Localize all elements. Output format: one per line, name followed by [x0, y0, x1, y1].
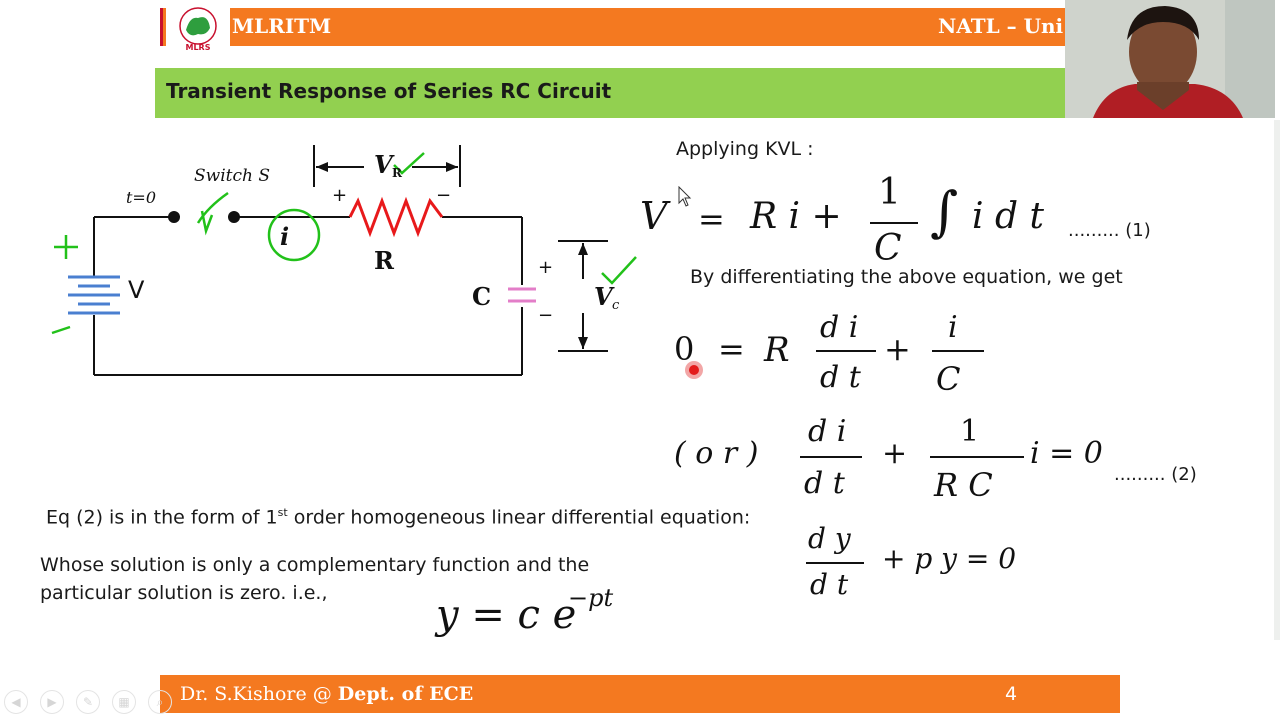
resistor-plus: + — [332, 185, 347, 206]
eq1-frac-bar — [870, 222, 918, 224]
eqg-dnum: d y — [808, 522, 851, 555]
footer-bar — [160, 675, 1120, 713]
capacitor-plus: + — [538, 257, 553, 278]
vr-checkmark — [393, 152, 425, 175]
slide-title-bar — [155, 68, 1065, 118]
eq1-rhs: R i + — [750, 196, 842, 237]
brand-name: MLRITM — [232, 14, 332, 38]
current-circle-annotation — [267, 208, 321, 262]
eq2-or: ( o r ) — [674, 436, 759, 471]
resistor-label: R — [374, 246, 395, 275]
eq-form-post: order homogeneous linear differential eq… — [287, 506, 751, 529]
header-bar — [160, 8, 1065, 46]
vr-subscript: R — [392, 166, 403, 180]
footer-dept: Dept. of ECE — [337, 683, 474, 705]
eqd-r: R — [764, 330, 790, 370]
minus-annotation — [51, 325, 71, 335]
eq1-tag: ......... (1) — [1068, 220, 1151, 241]
switch-annotation-stroke — [196, 191, 229, 224]
eq2-plus: + — [882, 436, 908, 471]
eqg-tail: + p y = 0 — [882, 542, 1017, 575]
vc-subscript: c — [612, 298, 620, 313]
equation-2: ( o r ) d i d t + 1 R C i = 0 ......... … — [674, 414, 1214, 504]
capacitor-minus: − — [538, 305, 553, 326]
switch-label: Switch S — [194, 166, 270, 186]
battery-symbol — [68, 275, 120, 315]
eq1-tail: i d t — [972, 196, 1044, 237]
eqg-dden: d t — [810, 568, 849, 601]
kvl-label: Applying KVL : — [676, 138, 814, 160]
differentiating-text: By differentiating the above equation, w… — [690, 266, 1123, 288]
switch-terminal-right — [228, 211, 240, 223]
vc-label: V — [594, 282, 615, 311]
solution-base: y = c e — [436, 592, 577, 638]
slides-grid-icon[interactable]: ▦ — [112, 690, 136, 714]
eq-form-pre: Eq (2) is in the form of 1 — [46, 506, 278, 529]
eq-form-sup: st — [277, 506, 288, 519]
eq2-bar2 — [930, 456, 1024, 458]
eqd-inum: i — [948, 310, 958, 345]
capacitor-symbol — [508, 287, 536, 303]
zoom-icon[interactable]: ⌕ — [148, 690, 172, 714]
eqd-bar2 — [932, 350, 984, 352]
vr-label: V — [374, 150, 395, 179]
eqd-equals: = — [718, 330, 745, 368]
slide-viewer-controls: ◀ ▶ ✎ ▦ ⌕ — [2, 690, 202, 716]
switch-terminal-left — [168, 211, 180, 223]
mouse-cursor-icon — [678, 186, 692, 207]
eqd-zero: 0 — [674, 330, 695, 368]
eqd-iden: C — [936, 360, 961, 398]
next-slide-icon[interactable]: ▶ — [40, 690, 64, 714]
eq2-dnum: d i — [808, 414, 847, 449]
eq1-frac-den: C — [874, 228, 902, 269]
logo-text: MLRS — [186, 43, 211, 52]
slide-title: Transient Response of Series RC Circuit — [166, 79, 612, 103]
current-label: i — [280, 222, 289, 251]
resistor-minus: − — [436, 185, 451, 206]
eqd-dnum: d i — [820, 310, 859, 345]
resistor-zigzag — [348, 196, 444, 238]
eq2-rc: R C — [934, 466, 993, 504]
eq2-dden: d t — [804, 466, 845, 501]
eq2-one: 1 — [960, 414, 980, 449]
eq2-bar1 — [800, 456, 862, 458]
solution-equation: y = c e −pt — [436, 584, 636, 644]
presenter-webcam — [1065, 0, 1275, 118]
equation-general: d y d t + p y = 0 — [806, 522, 1066, 606]
solution-exponent: −pt — [568, 584, 614, 612]
vertical-scrollbar[interactable] — [1274, 120, 1280, 640]
prev-slide-icon[interactable]: ◀ — [4, 690, 28, 714]
rc-circuit-diagram: t=0 Switch S V R + − i R V C + − V c — [51, 145, 637, 376]
solution-line-1: Whose solution is only a complementary f… — [40, 554, 590, 576]
eq1-integral: ∫ — [930, 180, 959, 243]
page-number: 4 — [1005, 683, 1018, 705]
eq2-tail: i = 0 — [1030, 436, 1103, 471]
footer-author-name: Dr. S.Kishore @ — [180, 683, 338, 705]
eqg-bar — [806, 562, 864, 564]
eqd-bar1 — [816, 350, 876, 352]
header-accent-line — [160, 8, 163, 46]
capacitor-label: C — [472, 282, 491, 311]
course-title: NATL – Uni — [938, 14, 1064, 38]
equation-differentiated: 0 = R d i d t + i C — [672, 310, 1032, 400]
equation-1: V = R i + 1 C ∫ i d t ......... (1) — [640, 170, 1180, 270]
eq2-tag: ......... (2) — [1114, 464, 1197, 485]
solution-line-2: particular solution is zero. i.e., — [40, 582, 328, 604]
eqd-plus: + — [884, 330, 911, 368]
pen-icon[interactable]: ✎ — [76, 690, 100, 714]
eq1-lhs: V — [640, 194, 668, 238]
eq-form-statement: Eq (2) is in the form of 1st order homog… — [46, 506, 750, 528]
college-logo: MLRS — [166, 6, 230, 52]
footer-author: Dr. S.Kishore @ Dept. of ECE — [180, 683, 473, 705]
eq1-frac-num: 1 — [878, 172, 901, 213]
eqd-dden: d t — [820, 360, 861, 395]
laser-pointer-dot — [689, 365, 699, 375]
eq1-equals: = — [698, 200, 725, 238]
source-label: V — [128, 276, 145, 304]
t0-label: t=0 — [126, 188, 156, 207]
vc-checkmark — [601, 256, 637, 285]
